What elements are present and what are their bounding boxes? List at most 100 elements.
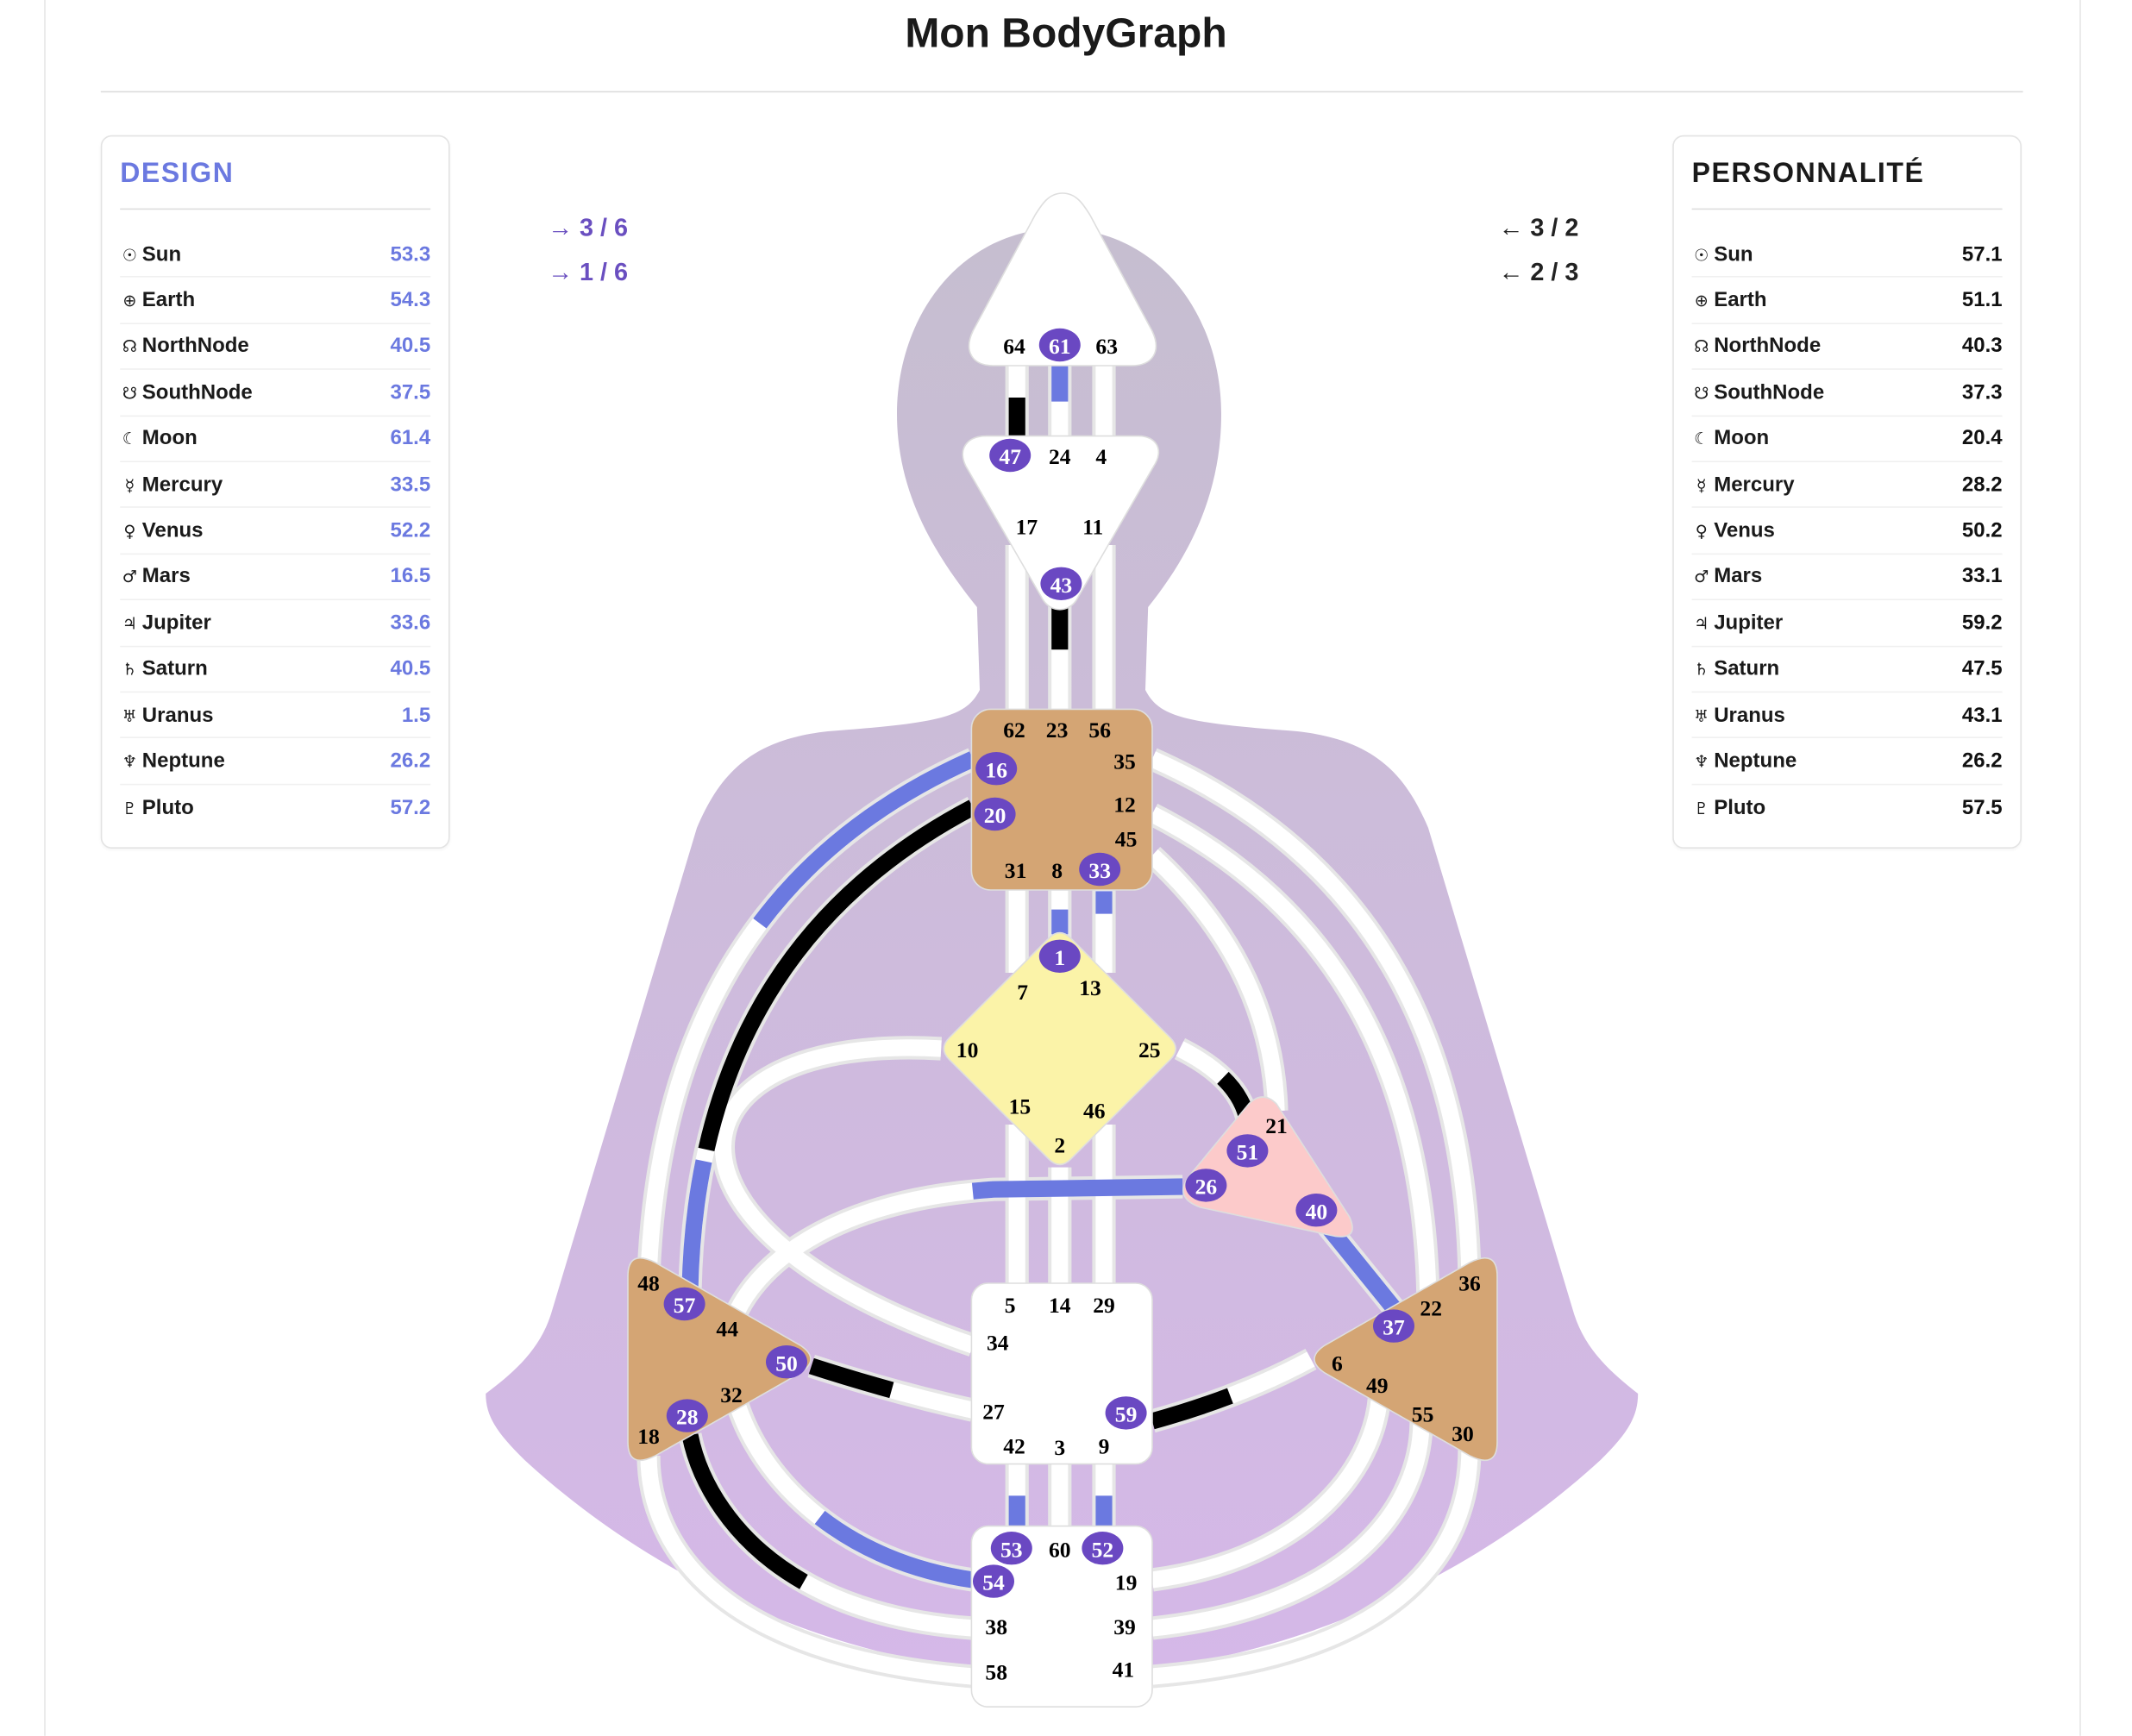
planet-name: SouthNode: [1714, 380, 1825, 404]
gate-52[interactable]: 52: [1082, 1532, 1124, 1565]
gate-49[interactable]: 49: [1366, 1373, 1389, 1398]
solar-plexus-center[interactable]: [1314, 1257, 1498, 1462]
gate-26[interactable]: 26: [1185, 1169, 1227, 1202]
gate-number: 19: [1115, 1570, 1138, 1595]
gate-62[interactable]: 62: [1003, 718, 1025, 743]
channel-58-18: [640, 1455, 974, 1685]
gate-number: 32: [720, 1382, 743, 1407]
uranus-icon: ♅: [122, 705, 137, 725]
gate-48[interactable]: 48: [637, 1271, 660, 1296]
gate-3[interactable]: 3: [1054, 1435, 1065, 1460]
gate-33[interactable]: 33: [1079, 852, 1121, 887]
gate-17[interactable]: 17: [1016, 515, 1038, 540]
gate-18[interactable]: 18: [637, 1424, 660, 1449]
gate-27[interactable]: 27: [982, 1399, 1005, 1424]
gate-43[interactable]: 43: [1040, 567, 1082, 600]
gate-35[interactable]: 35: [1113, 749, 1136, 774]
gate-12[interactable]: 12: [1113, 792, 1136, 817]
gate-2[interactable]: 2: [1054, 1133, 1065, 1158]
gate-22[interactable]: 22: [1420, 1295, 1442, 1320]
root-center[interactable]: [970, 1525, 1153, 1708]
gate-54[interactable]: 54: [973, 1564, 1014, 1598]
gate-39[interactable]: 39: [1113, 1614, 1136, 1639]
gate-36[interactable]: 36: [1458, 1271, 1481, 1296]
gate-51[interactable]: 51: [1226, 1134, 1269, 1168]
gate-47[interactable]: 47: [989, 438, 1032, 473]
throat-center[interactable]: [970, 708, 1153, 891]
gate-56[interactable]: 56: [1088, 718, 1111, 743]
gate-30[interactable]: 30: [1452, 1421, 1474, 1446]
gate-29[interactable]: 29: [1093, 1293, 1115, 1318]
gate-61[interactable]: 61: [1038, 328, 1081, 362]
planet-label: ♆Neptune: [1692, 749, 1797, 773]
gate-number: 24: [1049, 444, 1071, 469]
gate-44[interactable]: 44: [716, 1316, 738, 1341]
gate-25[interactable]: 25: [1138, 1037, 1161, 1062]
planet-gate-value: 26.2: [390, 749, 431, 773]
gate-16[interactable]: 16: [975, 752, 1018, 786]
gate-21[interactable]: 21: [1265, 1113, 1288, 1138]
gate-60[interactable]: 60: [1049, 1537, 1071, 1562]
gate-40[interactable]: 40: [1295, 1194, 1338, 1227]
gate-14[interactable]: 14: [1049, 1293, 1071, 1318]
gate-7[interactable]: 7: [1017, 980, 1028, 1005]
gate-53[interactable]: 53: [990, 1532, 1032, 1565]
planet-gate-value: 33.1: [1961, 565, 2003, 589]
gate-19[interactable]: 19: [1115, 1570, 1138, 1595]
ajna-center[interactable]: [962, 435, 1159, 611]
gate-4[interactable]: 4: [1095, 444, 1107, 469]
gate-10[interactable]: 10: [956, 1037, 979, 1062]
earth-icon: ⊕: [122, 291, 137, 311]
gate-11[interactable]: 11: [1082, 515, 1103, 540]
gate-42[interactable]: 42: [1003, 1433, 1025, 1458]
gate-63[interactable]: 63: [1095, 334, 1118, 359]
gate-5[interactable]: 5: [1005, 1293, 1016, 1318]
planet-gate-value: 47.5: [1961, 656, 2003, 681]
planet-label: ♇Pluto: [1692, 796, 1765, 819]
gate-8[interactable]: 8: [1051, 858, 1063, 883]
gate-number: 36: [1458, 1271, 1481, 1296]
gate-46[interactable]: 46: [1083, 1099, 1106, 1124]
g-center[interactable]: [943, 931, 1176, 1166]
gate-number: 28: [676, 1405, 699, 1430]
gate-38[interactable]: 38: [985, 1614, 1007, 1639]
mercury-icon: ☿: [124, 475, 135, 495]
gate-50[interactable]: 50: [766, 1345, 807, 1379]
design-title: DESIGN: [120, 159, 235, 190]
channel-39-55: [1151, 1420, 1430, 1637]
gate-31[interactable]: 31: [1005, 858, 1027, 883]
gate-55[interactable]: 55: [1412, 1402, 1434, 1427]
gate-number: 6: [1332, 1351, 1343, 1376]
gate-9[interactable]: 9: [1099, 1433, 1110, 1458]
gate-active-marker: [1082, 1532, 1124, 1565]
head-center[interactable]: [968, 192, 1157, 367]
gate-1[interactable]: 1: [1038, 939, 1081, 973]
gate-number: 47: [999, 444, 1021, 469]
channel-19-49: [1151, 1386, 1389, 1589]
gate-59[interactable]: 59: [1105, 1396, 1147, 1430]
gate-58[interactable]: 58: [985, 1660, 1007, 1685]
planet-gate-value: 28.2: [1961, 473, 2003, 497]
gate-32[interactable]: 32: [720, 1382, 743, 1407]
southnode-icon: ☋: [1694, 383, 1709, 403]
gate-15[interactable]: 15: [1009, 1094, 1032, 1119]
gate-37[interactable]: 37: [1373, 1309, 1414, 1343]
gate-active-marker: [1185, 1169, 1227, 1202]
gate-number: 45: [1115, 826, 1138, 851]
gate-45[interactable]: 45: [1115, 826, 1138, 851]
gate-34[interactable]: 34: [987, 1330, 1009, 1355]
gate-41[interactable]: 41: [1113, 1658, 1135, 1683]
gate-57[interactable]: 57: [663, 1287, 705, 1321]
gate-6[interactable]: 6: [1332, 1351, 1343, 1376]
gate-number: 2: [1054, 1133, 1065, 1158]
gate-64[interactable]: 64: [1003, 334, 1025, 359]
gate-13[interactable]: 13: [1079, 975, 1101, 1000]
planet-label: ♂Mars: [1692, 565, 1762, 588]
gate-number: 27: [982, 1399, 1005, 1424]
gate-23[interactable]: 23: [1046, 718, 1069, 743]
gate-number: 64: [1003, 334, 1025, 359]
gate-24[interactable]: 24: [1049, 444, 1071, 469]
gate-28[interactable]: 28: [666, 1399, 708, 1432]
gate-20[interactable]: 20: [974, 797, 1016, 831]
